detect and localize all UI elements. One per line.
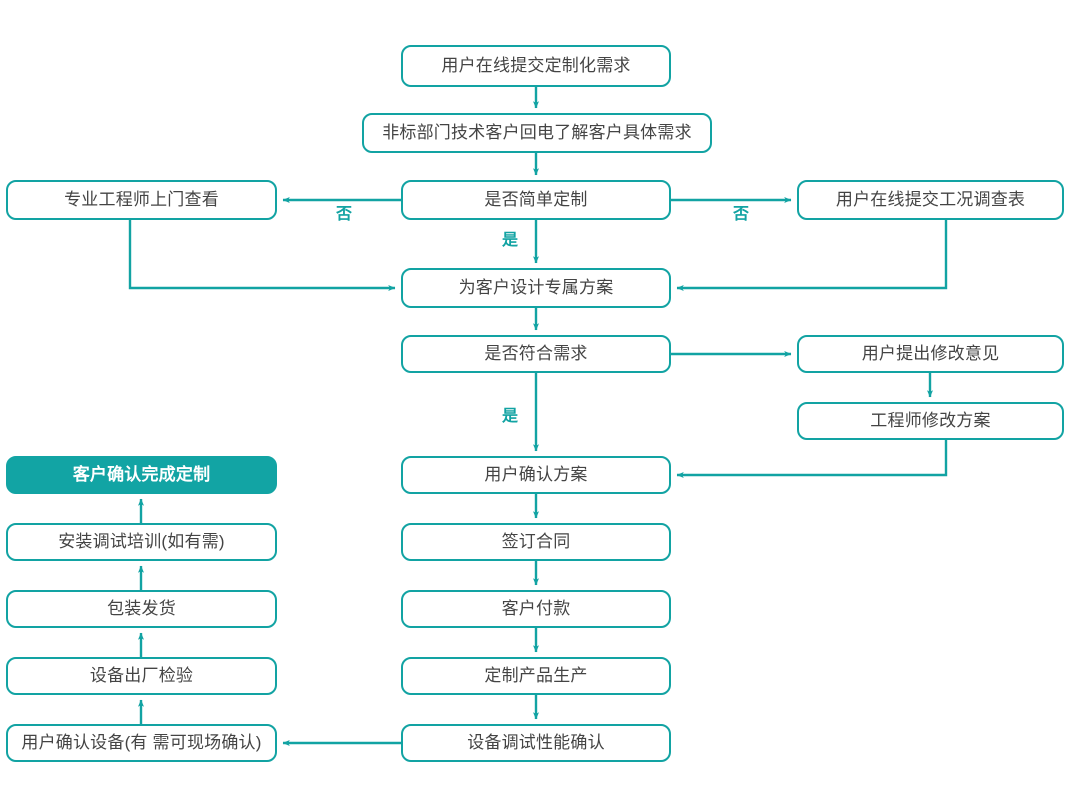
node-engineer-onsite-inspection[interactable]: 专业工程师上门查看 [6, 180, 277, 220]
node-customization-complete[interactable]: 客户确认完成定制 [6, 456, 277, 494]
node-custom-product-production[interactable]: 定制产品生产 [401, 657, 671, 695]
node-is-simple-customization[interactable]: 是否简单定制 [401, 180, 671, 220]
node-user-confirms-equipment[interactable]: 用户确认设备(有 需可现场确认) [6, 724, 277, 762]
connector-n5-n6 [676, 220, 948, 291]
node-user-submits-condition-survey[interactable]: 用户在线提交工况调查表 [797, 180, 1064, 220]
node-engineer-revises-plan[interactable]: 工程师修改方案 [797, 402, 1064, 440]
node-meets-requirements[interactable]: 是否符合需求 [401, 335, 671, 373]
node-user-confirms-plan[interactable]: 用户确认方案 [401, 456, 671, 494]
node-customer-payment[interactable]: 客户付款 [401, 590, 671, 628]
connector-n4-n6 [128, 220, 396, 292]
edge-label-no-left: 否 [336, 206, 353, 223]
edge-label-no-right: 否 [733, 206, 750, 223]
edge-label-yes-upper: 是 [502, 232, 519, 249]
node-factory-inspection[interactable]: 设备出厂检验 [6, 657, 277, 695]
node-user-submits-custom-request[interactable]: 用户在线提交定制化需求 [401, 45, 671, 87]
edge-label-yes-lower: 是 [502, 408, 519, 425]
node-department-callback[interactable]: 非标部门技术客户回电了解客户具体需求 [362, 113, 712, 153]
node-installation-training[interactable]: 安装调试培训(如有需) [6, 523, 277, 561]
node-user-requests-changes[interactable]: 用户提出修改意见 [797, 335, 1064, 373]
connector-n9-n10 [676, 440, 948, 478]
node-sign-contract[interactable]: 签订合同 [401, 523, 671, 561]
node-design-exclusive-plan[interactable]: 为客户设计专属方案 [401, 268, 671, 308]
node-packaging-shipping[interactable]: 包装发货 [6, 590, 277, 628]
node-equipment-commissioning-confirm[interactable]: 设备调试性能确认 [401, 724, 671, 762]
